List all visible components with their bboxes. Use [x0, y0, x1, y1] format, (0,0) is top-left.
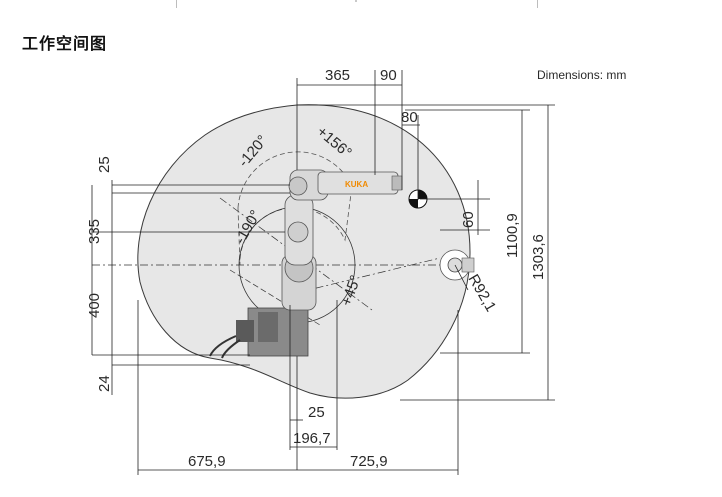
tcp-marker-icon [408, 189, 428, 209]
dim-90: 90 [380, 67, 397, 84]
dim-1100-9: 1100,9 [504, 213, 521, 258]
dim-196-7: 196,7 [293, 430, 331, 447]
dim-725-9: 725,9 [350, 453, 388, 470]
brand-label: KUKA [345, 180, 368, 189]
top-divider [176, 0, 538, 8]
dim-365: 365 [325, 67, 350, 84]
dim-335: 335 [86, 219, 103, 244]
dim-24: 24 [96, 375, 113, 392]
inner-boundary [237, 151, 353, 266]
dim-25-bottom: 25 [308, 404, 325, 421]
dim-1303-6: 1303,6 [530, 234, 547, 280]
units-label: Dimensions: mm [537, 68, 626, 82]
dim-25-left: 25 [96, 156, 113, 173]
page-title: 工作空间图 [22, 34, 108, 53]
dim-80: 80 [401, 109, 418, 126]
dim-675-9: 675,9 [188, 453, 226, 470]
dim-400: 400 [86, 293, 103, 318]
robot-arm: KUKA [209, 169, 403, 359]
dim-60: 60 [460, 211, 477, 228]
dim-r92-1: R92,1 [465, 272, 500, 315]
